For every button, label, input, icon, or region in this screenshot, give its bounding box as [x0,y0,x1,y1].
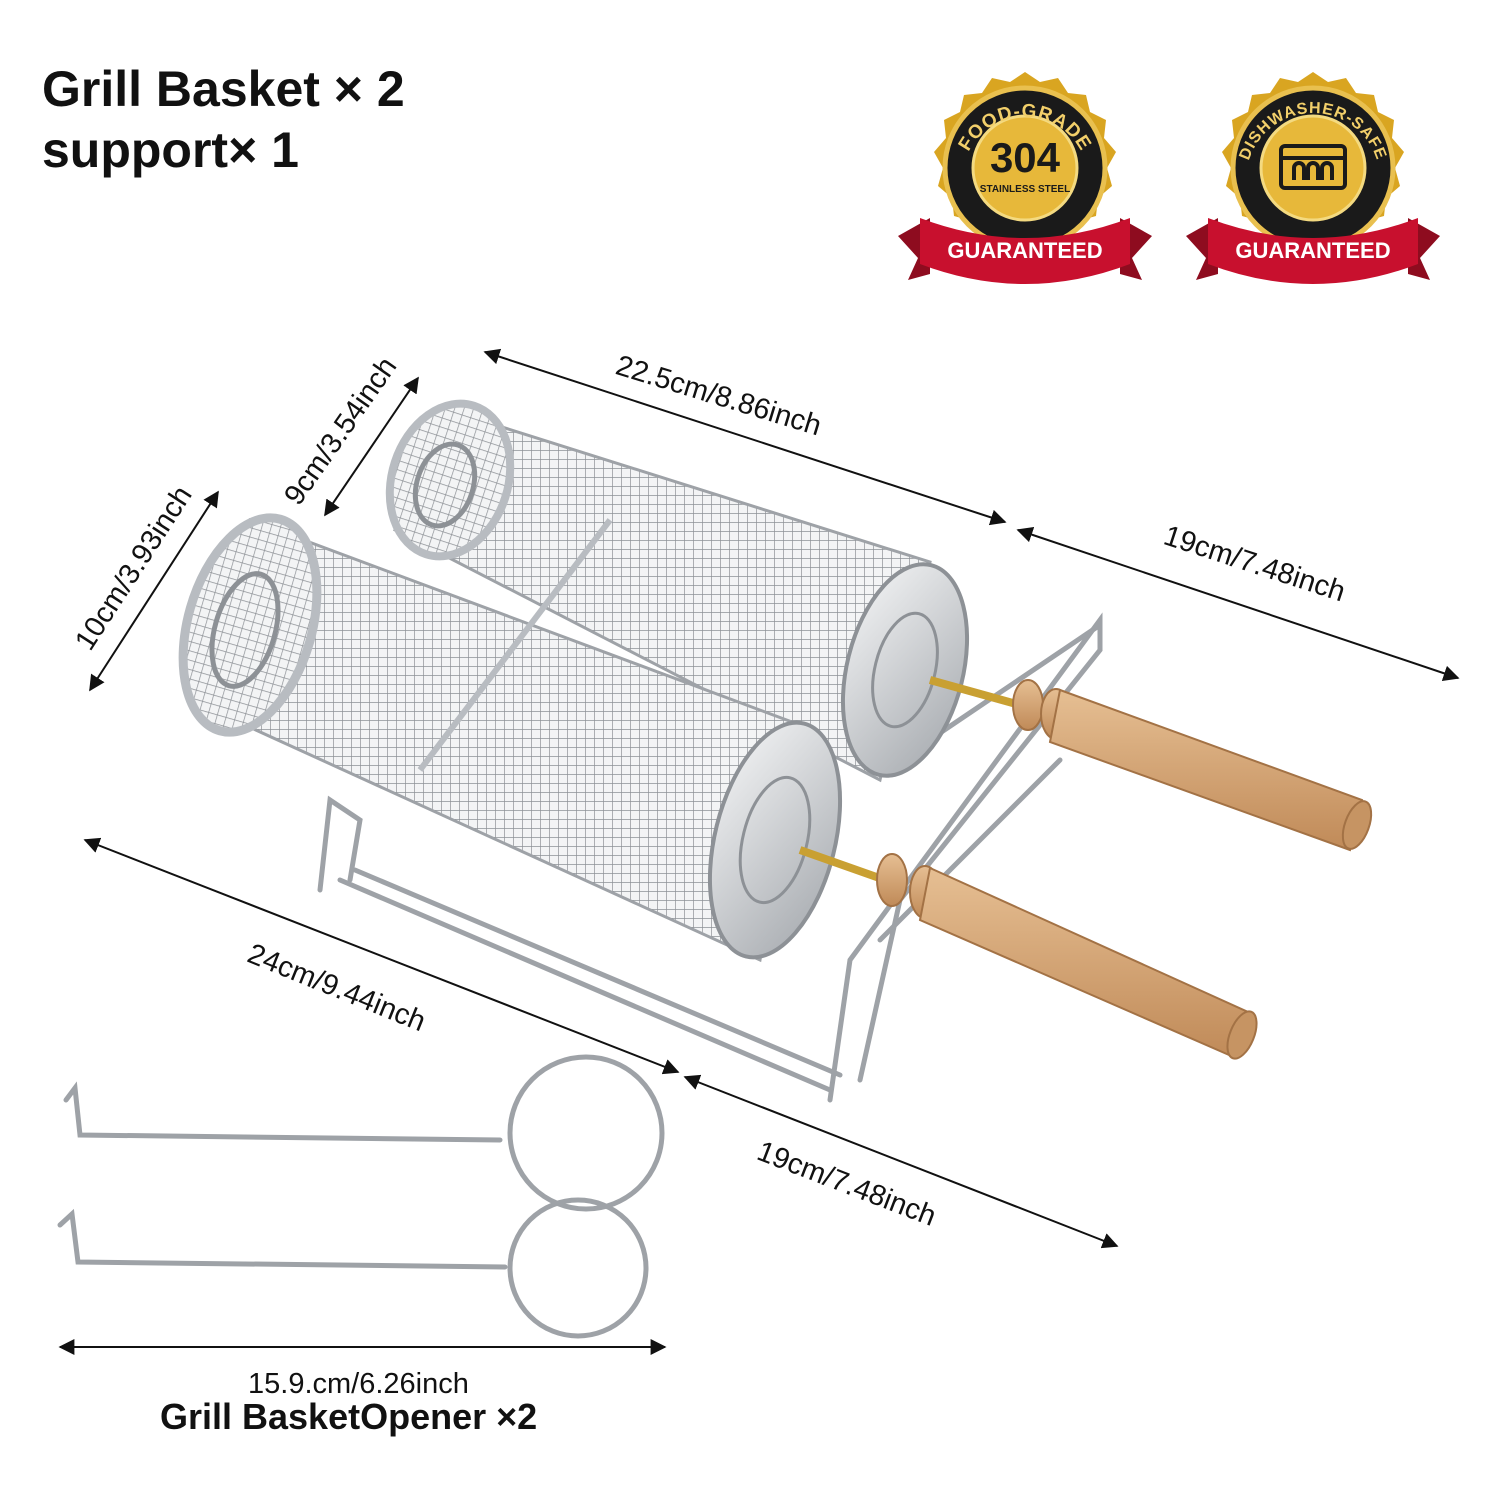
dishwasher-safe-badge: DISHWASHER-SAFE GUARANTEED [1186,72,1440,284]
food-grade-304-badge: FOOD-GRADE 304 STAINLESS STEEL GUARANTEE… [898,72,1152,284]
arrow-small-diameter [324,376,419,517]
arrow-large-diameter [89,490,219,692]
badge-ribbon-text: GUARANTEED [947,238,1102,263]
basket-opener-1 [63,1054,665,1212]
badge-small-text: STAINLESS STEEL [980,184,1070,195]
wooden-handle-front [798,846,1258,1060]
product-subtitle: support× 1 [42,122,299,178]
product-title: Grill Basket × 2 [42,61,405,117]
basket-opener-2 [57,1197,649,1339]
badge-ribbon-text: GUARANTEED [1235,238,1390,263]
arrow-basket-length [483,348,1007,526]
arrow-handle-top [1016,527,1460,681]
opener-label: Grill BasketOpener ×2 [160,1396,538,1437]
dimension-arrows [58,348,1460,1355]
wooden-handle-back [928,676,1373,852]
arrow-handle-bottom [683,1074,1119,1249]
arrow-support-length [83,837,680,1075]
red-ribbon [1208,218,1418,284]
dishwasher-icon [1279,144,1347,190]
dimension-opener-length: 15.9.cm/6.26inch [248,1368,469,1400]
red-ribbon [920,218,1130,284]
badge-304-text: 304 [990,134,1061,181]
